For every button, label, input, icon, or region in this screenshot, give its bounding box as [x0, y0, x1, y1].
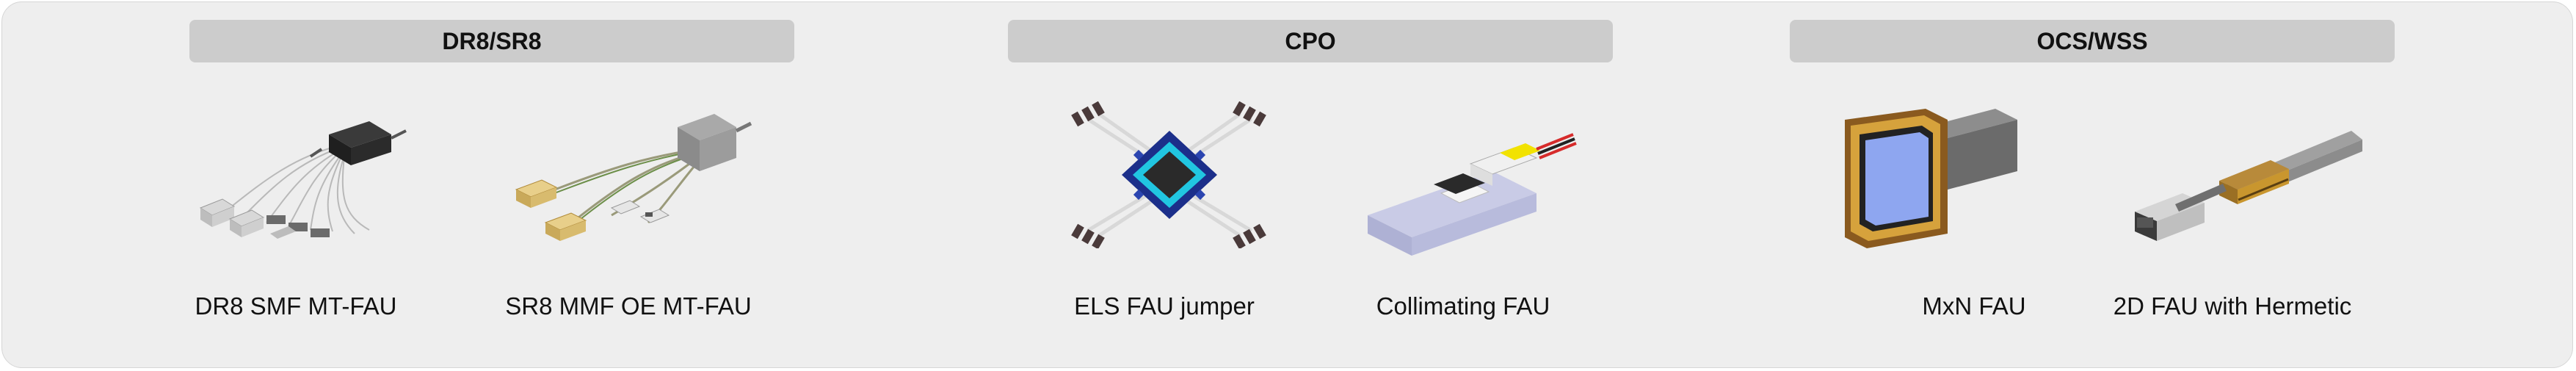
- collimating-fau-image: [1368, 133, 1577, 256]
- mxn-fau-image: [1845, 109, 2017, 248]
- group-title: DR8/SR8: [442, 27, 542, 54]
- product-caption: SR8 MMF OE MT-FAU: [505, 292, 752, 320]
- product-caption: Collimating FAU: [1376, 292, 1550, 320]
- sr8-mmf-oe-mt-fau-image: [515, 114, 752, 241]
- product-caption: ELS FAU jumper: [1074, 292, 1255, 320]
- product-caption: MxN FAU: [1922, 292, 2026, 320]
- group-title: CPO: [1285, 27, 1336, 54]
- product-caption: 2D FAU with Hermetic: [2113, 292, 2352, 320]
- group-header-ocs-wss: OCS/WSS: [1790, 20, 2395, 62]
- dr8-smf-mt-fau-image: [199, 121, 407, 239]
- els-fau-jumper-image: [1071, 101, 1266, 248]
- group-title: OCS/WSS: [2036, 27, 2148, 54]
- product-caption: DR8 SMF MT-FAU: [195, 292, 397, 320]
- group-header-dr8-sr8: DR8/SR8: [189, 20, 794, 62]
- 2d-fau-hermetic-image: [2135, 131, 2362, 241]
- group-header-cpo: CPO: [1008, 20, 1613, 62]
